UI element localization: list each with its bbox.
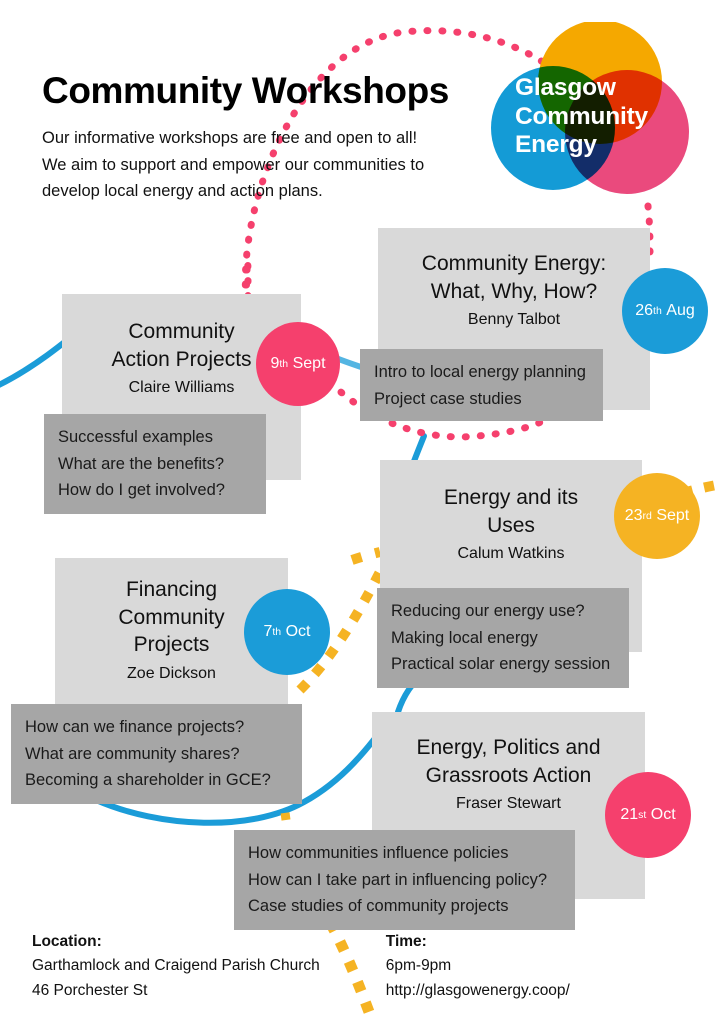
workshop-point: Project case studies xyxy=(374,389,522,408)
workshop-point: How do I get involved? xyxy=(58,481,225,500)
workshop-title-line: Community Energy: xyxy=(421,252,607,275)
workshop-points: Successful examples What are the benefit… xyxy=(44,414,266,514)
workshop-title: Community Energy: What, Why, How? xyxy=(394,250,634,305)
workshop-point: How can I take part in influencing polic… xyxy=(248,870,547,889)
workshop-card[interactable]: Community Energy: What, Why, How? Benny … xyxy=(360,228,650,421)
logo-line-community: Community xyxy=(515,102,648,130)
workshop-title: Financing Community Projects xyxy=(71,576,272,659)
workshop-title: Energy, Politics and Grassroots Action xyxy=(388,734,629,789)
workshop-presenter: Claire Williams xyxy=(128,379,235,397)
workshop-title-line: Projects xyxy=(133,633,210,657)
workshop-title-line: Grassroots Action xyxy=(425,763,592,787)
date-month: Sept xyxy=(292,355,326,372)
workshop-title-line: Financing xyxy=(125,578,218,601)
workshop-points: How communities influence policies How c… xyxy=(234,830,575,930)
date-month: Oct xyxy=(285,623,311,640)
workshop-point: What are the benefits? xyxy=(58,454,225,473)
date-month: Oct xyxy=(650,806,676,823)
workshop-points: Reducing our energy use? Making local en… xyxy=(377,588,629,688)
workshop-presenter: Fraser Stewart xyxy=(456,795,561,813)
workshop-title-line: Uses xyxy=(487,513,535,537)
date-month: Sept xyxy=(656,507,690,524)
intro-line-3: develop local energy and action plans. xyxy=(42,182,323,201)
workshop-point: Becoming a shareholder in GCE? xyxy=(25,771,271,790)
workshop-point: Case studies of community projects xyxy=(248,897,509,916)
workshop-title: Community Action Projects xyxy=(78,318,285,373)
date-day: 26 xyxy=(635,302,654,319)
logo-wordmark: Glasgow Community Energy xyxy=(515,74,685,160)
workshop-point: Practical solar energy session xyxy=(391,655,611,674)
footer-block: Location: Garthamlock and Craigend Paris… xyxy=(32,930,692,1003)
workshop-presenter: Zoe Dickson xyxy=(127,665,216,683)
header-block: Community Workshops Our informative work… xyxy=(42,70,512,205)
time-line: 6pm-9pm xyxy=(385,957,452,975)
location-line-2: 46 Porchester St xyxy=(32,981,148,999)
workshop-presenter: Benny Talbot xyxy=(467,311,561,329)
workshop-card[interactable]: Energy and its Uses Calum Watkins Reduci… xyxy=(377,460,642,688)
intro-text: Our informative workshops are free and o… xyxy=(42,125,512,205)
workshop-title-line: Action Projects xyxy=(111,347,252,371)
intro-line-2: We aim to support and empower our commun… xyxy=(42,155,425,174)
location-label: Location: xyxy=(32,933,102,950)
workshop-points: How can we finance projects? What are co… xyxy=(11,704,302,804)
date-month: Aug xyxy=(666,302,695,319)
time-column: Time: 6pm-9pm http://glasgowenergy.coop/ xyxy=(386,930,570,1003)
workshop-title-line: What, Why, How? xyxy=(430,279,598,303)
date-day: 21 xyxy=(620,806,639,823)
workshop-points: Intro to local energy planning Project c… xyxy=(360,349,603,421)
workshop-title-line: Energy and its xyxy=(443,486,579,509)
workshop-point: How can we finance projects? xyxy=(25,718,245,736)
workshop-title-line: Community xyxy=(128,320,235,343)
workshop-point: Making local energy xyxy=(391,628,538,647)
orange-dotted-left-tick xyxy=(350,547,382,565)
date-day: 23 xyxy=(624,507,643,524)
workshop-title-line: Energy, Politics and xyxy=(416,736,601,759)
workshop-title-line: Community xyxy=(118,605,225,629)
website-link[interactable]: http://glasgowenergy.coop/ xyxy=(385,981,570,999)
location-line-1: Garthamlock and Craigend Parish Church xyxy=(32,957,320,975)
workshop-point: Intro to local energy planning xyxy=(374,363,586,381)
page-title: Community Workshops xyxy=(42,70,449,111)
time-label: Time: xyxy=(385,933,427,950)
workshop-presenter: Calum Watkins xyxy=(457,545,565,563)
location-column: Location: Garthamlock and Craigend Paris… xyxy=(32,930,320,1003)
workshop-point: What are community shares? xyxy=(25,744,240,763)
workshop-title: Energy and its Uses xyxy=(396,484,626,539)
workshop-point: Reducing our energy use? xyxy=(391,602,585,620)
date-day: 7 xyxy=(263,623,273,640)
date-day: 9 xyxy=(270,355,280,372)
workshop-point: Successful examples xyxy=(58,428,213,446)
logo-line-glasgow: Glasgow xyxy=(515,74,616,101)
workshop-point: How communities influence policies xyxy=(248,844,509,862)
glasgow-community-energy-logo: Glasgow Community Energy xyxy=(487,22,697,212)
workshop-card[interactable]: Energy, Politics and Grassroots Action F… xyxy=(234,712,645,930)
logo-line-energy: Energy xyxy=(515,131,597,159)
intro-line-1: Our informative workshops are free and o… xyxy=(42,128,418,147)
